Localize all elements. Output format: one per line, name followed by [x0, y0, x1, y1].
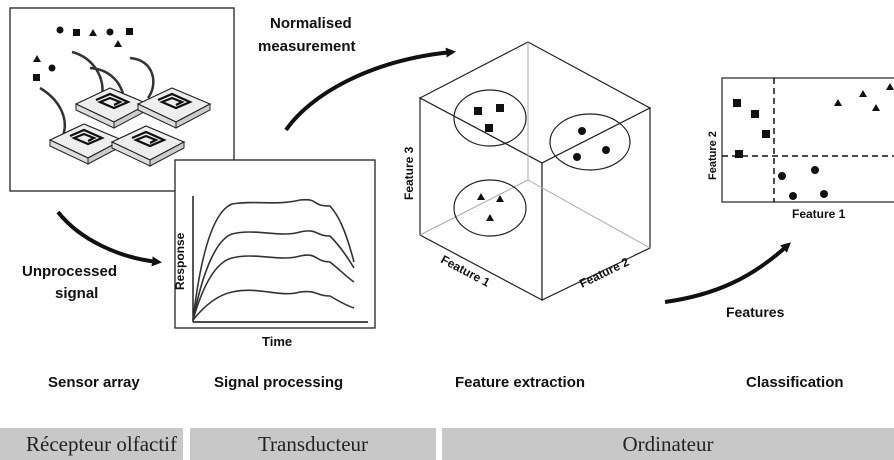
bar-transducteur: Transducteur — [190, 428, 436, 460]
stage-sensor-array: Sensor array — [48, 374, 140, 391]
stage-feature-extraction: Feature extraction — [455, 374, 585, 391]
response-curves — [192, 198, 355, 321]
sensor-array-panel — [9, 7, 235, 192]
cluster-squares — [453, 89, 527, 147]
classification-panel: Feature 2 Feature 1 — [707, 77, 894, 221]
response-axis-label: Response — [173, 232, 187, 290]
class-squares — [733, 99, 770, 158]
unprocessed-label-line2: signal — [55, 285, 98, 302]
feature-space-cube: Feature 3 Feature 1 Feature 2 — [402, 41, 652, 301]
normalised-label-line1: Normalised — [270, 15, 352, 32]
unprocessed-label-line1: Unprocessed — [22, 263, 117, 280]
cluster-circles — [549, 113, 631, 171]
class-circles — [778, 166, 828, 200]
classification-feature2-label: Feature 2 — [707, 131, 719, 180]
class-triangles — [834, 83, 894, 111]
bar-ordinateur: Ordinateur — [442, 428, 894, 460]
bar-transducteur-label: Transducteur — [257, 431, 369, 456]
stage-classification: Classification — [746, 374, 844, 391]
normalised-label-line2: measurement — [258, 38, 356, 55]
normalised-measurement-arrow — [284, 47, 456, 132]
bar-recepteur-olfactif: Récepteur olfactif — [0, 428, 183, 460]
signal-processing-frame — [174, 159, 376, 329]
signal-processing-panel: Response Time — [173, 159, 376, 349]
sensor-chip — [110, 125, 186, 167]
classification-feature1-label: Feature 1 — [792, 207, 846, 221]
pipeline-diagram: Unprocessed signal Response Time Normali… — [9, 7, 894, 391]
features-arrow — [664, 242, 791, 304]
features-label: Features — [726, 304, 785, 320]
unprocessed-signal-arrow — [56, 210, 162, 267]
bar-recepteur-label: Récepteur olfactif — [26, 431, 177, 456]
cluster-triangles — [453, 179, 527, 237]
sensor-chip — [136, 87, 212, 129]
time-axis-label: Time — [262, 334, 292, 349]
classification-frame — [721, 77, 894, 203]
bar-ordinateur-label: Ordinateur — [622, 431, 714, 456]
odor-molecules — [33, 26, 133, 81]
sensor-chip — [74, 87, 150, 129]
stage-signal-processing: Signal processing — [214, 374, 343, 391]
feature3-axis-label: Feature 3 — [402, 146, 416, 200]
